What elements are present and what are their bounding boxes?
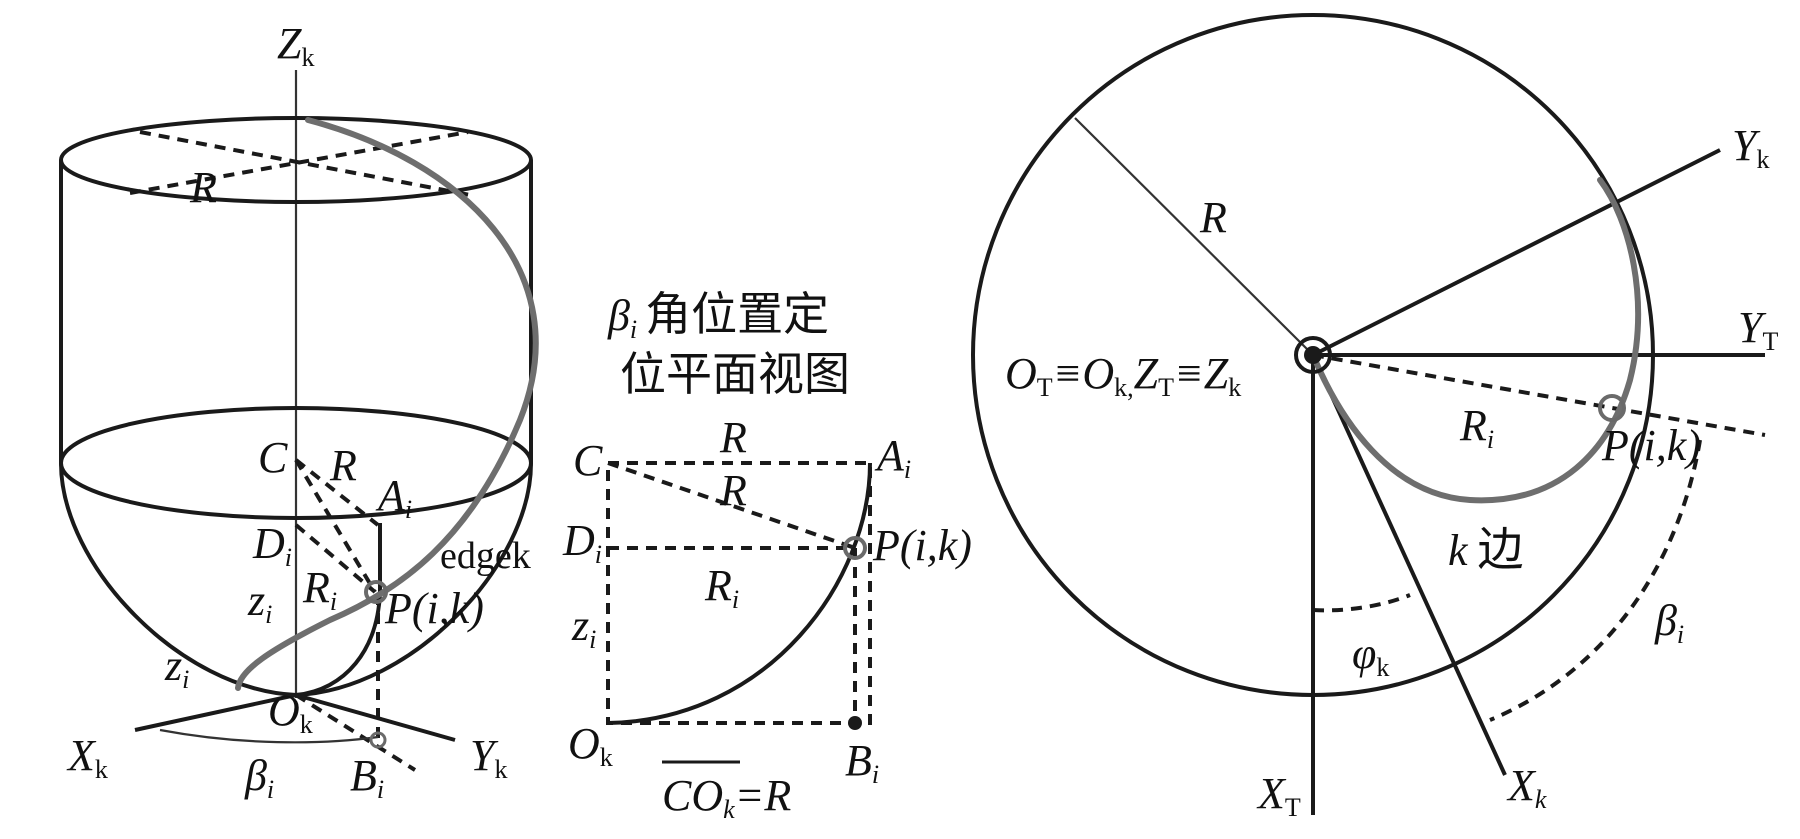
point-b-marker-mid (848, 716, 862, 730)
label-b: B (350, 751, 377, 800)
svg-text:Ai: Ai (874, 431, 911, 484)
beta-arc (159, 728, 379, 744)
label-d-mid: D (562, 516, 595, 565)
svg-text:zi: zi (247, 576, 272, 629)
label-r-mid: R (329, 441, 357, 490)
label-r-right: R (1199, 193, 1227, 242)
svg-text:Yk: Yk (1732, 121, 1769, 174)
svg-text:Ri: Ri (1459, 401, 1494, 454)
svg-text:Xk: Xk (1506, 761, 1547, 814)
svg-text:Di: Di (562, 516, 602, 569)
label-x-axis: X (66, 731, 97, 780)
label-origin-equiv: OT≡Ok,ZT≡Zk (1005, 349, 1241, 402)
label-a-mid: A (874, 431, 905, 480)
label-zi: z (247, 576, 265, 625)
svg-text:k边: k边 (1448, 524, 1524, 575)
label-b-mid: B (845, 736, 872, 785)
label-zi-lower: z (164, 641, 182, 690)
label-a: A (375, 471, 406, 520)
svg-text:Bi: Bi (350, 751, 384, 804)
label-beta: β (244, 751, 267, 800)
svg-text:COk=R: COk=R (662, 771, 791, 824)
label-zi-mid: z (571, 601, 589, 650)
svg-text:Bi: Bi (845, 736, 879, 789)
svg-text:Di: Di (252, 519, 292, 572)
point-p-marker-right (1598, 394, 1626, 422)
point-b-marker (369, 731, 387, 749)
yk-axis-line (1312, 148, 1721, 357)
label-yk-axis: Y (1732, 121, 1761, 170)
label-y-axis: Y (470, 731, 499, 780)
radius-dash-d-p (294, 523, 377, 594)
origin-marker-inner (1304, 346, 1322, 364)
point-p-marker (364, 580, 388, 604)
label-edgek: edgek (440, 535, 531, 577)
label-xt-axis: X (1256, 769, 1287, 818)
y-axis-line (295, 693, 456, 742)
origin-marker-outer (1294, 336, 1332, 374)
label-k-edge: k (1448, 526, 1469, 575)
title-line-2: 位平面视图 (620, 349, 850, 400)
label-origin: O (268, 686, 300, 735)
xk-axis-line (1311, 354, 1507, 776)
svg-text:zi: zi (571, 601, 596, 654)
label-r-top-mid: R (719, 413, 747, 462)
projected-edge-curve (1310, 177, 1642, 504)
svg-text:Xk: Xk (66, 731, 108, 784)
svg-text:Ri: Ri (704, 561, 739, 614)
label-d: D (252, 519, 285, 568)
x-axis-line (134, 693, 297, 732)
projection-dash-o-b (294, 693, 417, 772)
phi-dash-arc (1312, 593, 1411, 613)
beta-dash-arc (1489, 439, 1702, 722)
svg-text:Zk: Zk (277, 19, 314, 72)
label-yt-axis: Y (1738, 303, 1767, 352)
label-equation-co: CO (662, 771, 723, 820)
svg-text:YT: YT (1738, 303, 1778, 356)
label-p-ik-right: P(i,k) (1601, 421, 1701, 470)
label-p-ik-mid: P(i,k) (872, 521, 972, 570)
dashed-ray (1312, 353, 1766, 437)
label-z-axis: Z (277, 19, 302, 68)
left-3d-view: Zk R C R Ai Di Ri edgek zi zi P(i,k) Ok … (59, 19, 539, 804)
svg-text:zi: zi (164, 641, 189, 694)
svg-text:βi: βi (1654, 596, 1684, 649)
section-rectangle (606, 461, 872, 725)
svg-text:Ri: Ri (302, 563, 337, 616)
radius-line (1074, 117, 1314, 356)
point-p-marker-mid (843, 536, 867, 560)
label-phi-right: φ (1352, 629, 1376, 678)
arc-a-o (607, 462, 872, 725)
svg-text:Yk: Yk (470, 731, 507, 784)
radius-dash-c-p (294, 458, 377, 594)
label-ri: R (302, 563, 330, 612)
label-r-diag-mid: R (719, 466, 747, 515)
svg-text:φk: φk (1352, 629, 1389, 682)
svg-text:Ai: Ai (375, 471, 412, 524)
title-beta-symbol: β (607, 291, 630, 340)
label-c-mid: C (573, 436, 603, 485)
helix-edge-curve (235, 117, 539, 691)
label-p-ik: P(i,k) (384, 584, 484, 633)
label-beta-right: β (1654, 596, 1677, 645)
label-origin-mid: O (568, 719, 600, 768)
dash-c-p (607, 461, 856, 550)
top-dash-2 (129, 130, 469, 195)
section-arc-p-o (295, 591, 382, 697)
label-xk-axis: X (1506, 761, 1537, 810)
svg-text:βi: βi (244, 751, 274, 804)
label-c: C (258, 433, 288, 482)
label-r-top: R (189, 163, 217, 212)
svg-text:Ok: Ok (568, 719, 613, 772)
label-ri-right: R (1459, 401, 1487, 450)
svg-text:XT: XT (1256, 769, 1301, 822)
label-ri-mid: R (704, 561, 732, 610)
svg-text:Ok: Ok (268, 686, 313, 739)
